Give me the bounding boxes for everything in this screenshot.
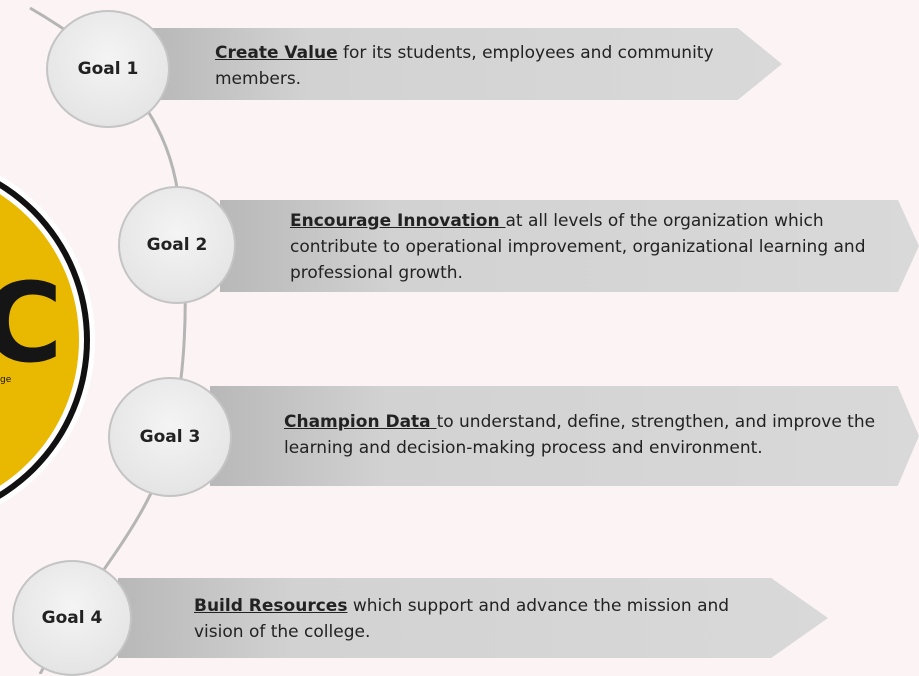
goal-3-description: to understand, define, strengthen, and i… [284,412,876,458]
goal-2-text: Encourage Innovation at all levels of th… [290,208,875,286]
logo-letter: C [0,259,63,387]
goal-2-arrow [220,200,919,292]
goal-1-circle: Goal 1 [46,10,170,128]
goal-2-circle: Goal 2 [118,186,236,304]
goal-2-keyword: Encourage Innovation [290,211,506,231]
goal-2-label: Goal 2 [146,235,208,255]
college-logo [0,175,95,505]
goal-1-arrow [150,28,782,100]
goal-3-circle: Goal 3 [108,377,232,497]
goal-3-arrow [210,386,919,486]
goal-1-text: Create Value for its students, employees… [215,40,760,92]
goal-3-keyword: Champion Data [284,412,437,432]
goal-4-arrow [118,578,828,658]
goal-4-keyword: Build Resources [194,596,348,616]
goal-3-text: Champion Data to understand, define, str… [284,409,899,461]
goal-2-description: at all levels of the organization which … [290,211,866,283]
goal-1-keyword: Create Value [215,43,338,63]
logo-caption: ge [0,375,12,385]
goal-4-text: Build Resources which support and advanc… [194,593,754,645]
goal-4-circle: Goal 4 [12,560,132,676]
goal-1-description: for its students, employees and communit… [215,43,714,89]
goal-4-description: which support and advance the mission an… [194,596,730,642]
goal-4-label: Goal 4 [41,608,103,628]
goal-3-label: Goal 3 [139,427,201,447]
goal-1-label: Goal 1 [77,59,139,79]
